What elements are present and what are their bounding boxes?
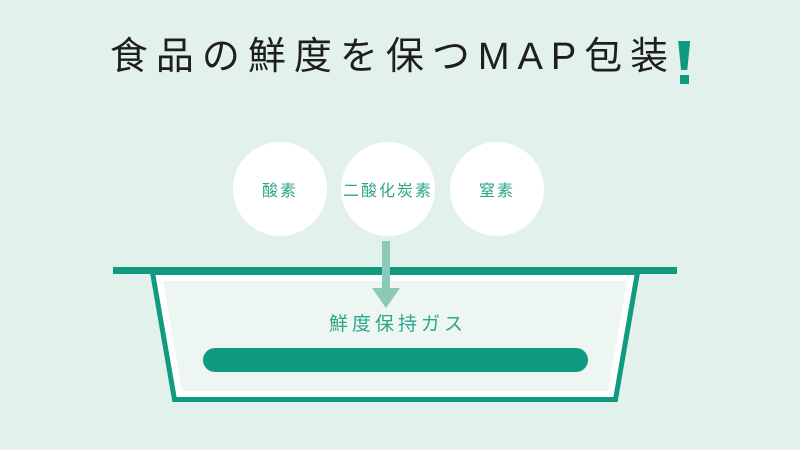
gas-circle-label: 二酸化炭素 (342, 183, 433, 200)
gas-bar (203, 348, 588, 372)
tray-gas-label: 鮮度保持ガス (328, 314, 468, 335)
gas-circle-nitrogen: 窒素 (450, 142, 544, 236)
exclamation-icon (678, 41, 691, 84)
page-title-text: 食品の鮮度を保つMAP包装 (109, 36, 677, 78)
gas-circle-label: 酸素 (261, 183, 298, 200)
tray-interior (163, 281, 627, 391)
gas-circle-carbon-dioxide: 二酸化炭素 (341, 142, 435, 236)
gas-circle-oxygen: 酸素 (233, 142, 327, 236)
page-title: 食品の鮮度を保つMAP包装 (0, 34, 800, 84)
gas-circle-label: 窒素 (478, 183, 515, 200)
exclamation-bar (678, 41, 691, 70)
exclamation-dot (679, 75, 689, 84)
down-arrow-icon (372, 241, 400, 308)
